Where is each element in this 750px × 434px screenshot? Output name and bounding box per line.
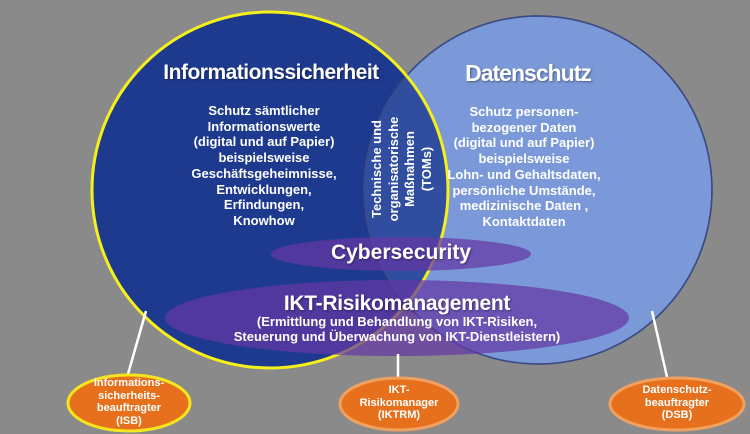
datenschutz-body-text: Schutz personen- bezogener Daten (digita…: [447, 104, 601, 229]
iktrm-role-label: IKT- Risikomanager (IKTRM): [359, 384, 439, 421]
connector-line-dsb: [650, 310, 669, 378]
connector-line-isb: [126, 310, 148, 375]
iktrm-ellipse: [338, 376, 460, 432]
ikt-risikomanagement-title: IKT-Risikomanagement: [283, 292, 511, 315]
isb-ellipse: [66, 373, 192, 433]
infosec-circle: [92, 12, 448, 368]
infosec-circle-outline: [90, 10, 450, 370]
toms-overlap-label: Technische und organisatorische Maßnahme…: [369, 116, 434, 222]
datenschutz-circle-edge: [363, 15, 713, 365]
infosec-body-text: Schutz sämtlicher Informationswerte (dig…: [191, 103, 337, 228]
infosec-title: Informationssicherheit: [163, 61, 379, 84]
datenschutz-title: Datenschutz: [465, 60, 592, 86]
isb-role-label: Informations- sicherheits- beauftragter …: [93, 377, 165, 427]
ikt-risikomanagement-subtitle: (Ermittlung und Behandlung von IKT-Risik…: [233, 314, 561, 344]
ikt-ellipse: [165, 280, 629, 356]
cybersecurity-label: Cybersecurity: [330, 241, 472, 264]
cybersecurity-ellipse: [271, 237, 531, 271]
dsb-role-label: Datenschutz- beauftragter (DSB): [642, 384, 712, 421]
dsb-ellipse: [608, 376, 746, 432]
